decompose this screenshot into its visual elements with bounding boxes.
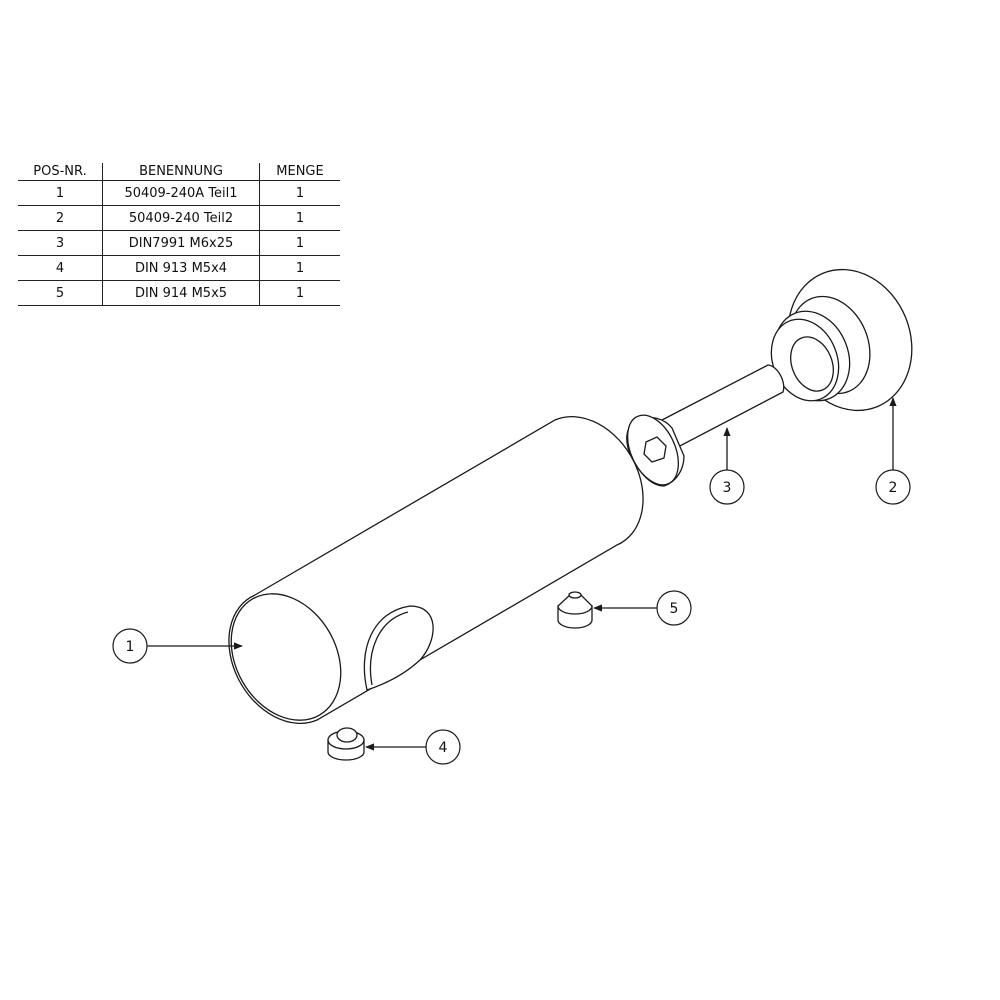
parts-list-header-row: POS-NR. BENENNUNG MENGE <box>18 163 340 181</box>
row-qty: 1 <box>259 230 340 256</box>
header-benennung: BENENNUNG <box>102 163 260 181</box>
set-screw-flat-part <box>327 727 365 761</box>
row-pos: 5 <box>18 280 103 306</box>
parts-list-row: 1 50409-240A Teil1 1 <box>18 180 340 206</box>
row-name: 50409-240A Teil1 <box>102 180 260 206</box>
balloon-1: 1 <box>112 628 148 664</box>
set-screw-cone-part <box>557 591 593 629</box>
row-name: DIN 914 M5x5 <box>102 280 260 306</box>
row-name: 50409-240 Teil2 <box>102 205 260 231</box>
row-qty: 1 <box>259 205 340 231</box>
balloon-4: 4 <box>425 729 461 765</box>
balloon-label: 4 <box>439 740 448 756</box>
balloon-label: 1 <box>126 639 135 655</box>
parts-list-row: 4 DIN 913 M5x4 1 <box>18 255 340 281</box>
row-qty: 1 <box>259 180 340 206</box>
parts-list-table: POS-NR. BENENNUNG MENGE 1 50409-240A Tei… <box>18 163 340 306</box>
cylinder-body-part <box>228 415 644 725</box>
flange-disc-part <box>770 268 913 412</box>
row-pos: 3 <box>18 230 103 256</box>
parts-list-row: 5 DIN 914 M5x5 1 <box>18 280 340 306</box>
balloon-label: 5 <box>670 601 679 617</box>
cylinder-front-face <box>230 593 342 721</box>
balloon-label: 2 <box>889 480 898 496</box>
row-pos: 2 <box>18 205 103 231</box>
row-name: DIN 913 M5x4 <box>102 255 260 281</box>
row-qty: 1 <box>259 255 340 281</box>
countersunk-screw-part <box>626 364 785 487</box>
row-qty: 1 <box>259 280 340 306</box>
balloon-5: 5 <box>656 590 692 626</box>
row-name: DIN7991 M6x25 <box>102 230 260 256</box>
header-pos-nr: POS-NR. <box>18 163 103 181</box>
row-pos: 4 <box>18 255 103 281</box>
balloon-label: 3 <box>723 480 732 496</box>
cylinder-cross-bore <box>363 605 434 691</box>
balloon-2: 2 <box>875 469 911 505</box>
header-menge: MENGE <box>259 163 340 181</box>
parts-list-row: 3 DIN7991 M6x25 1 <box>18 230 340 256</box>
row-pos: 1 <box>18 180 103 206</box>
parts-list-row: 2 50409-240 Teil2 1 <box>18 205 340 231</box>
hex-socket-icon <box>643 436 667 463</box>
balloon-3: 3 <box>709 469 745 505</box>
